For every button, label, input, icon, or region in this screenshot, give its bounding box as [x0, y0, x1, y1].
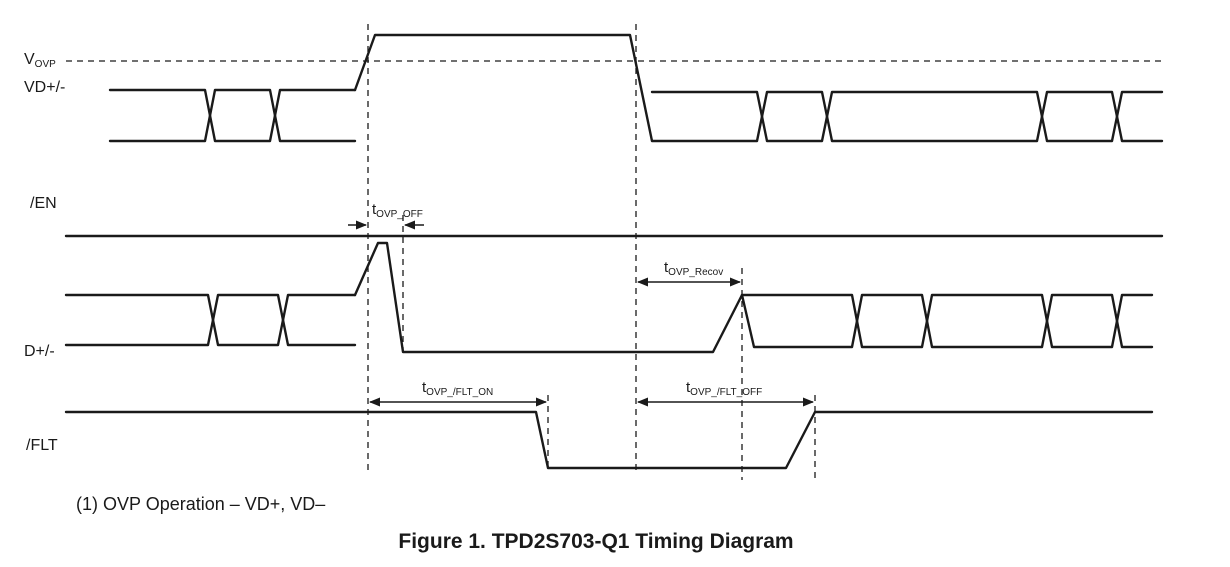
svg-text:tOVP_Recov: tOVP_Recov [664, 259, 723, 278]
footnote: (1) OVP Operation – VD+, VD– [76, 494, 325, 514]
svg-text:tOVP_/FLT_ON: tOVP_/FLT_ON [422, 379, 493, 398]
d-label: D+/- [24, 343, 55, 360]
svg-text:tOVP_OFF: tOVP_OFF [372, 201, 423, 220]
ovp-recov-timing: tOVP_Recov [636, 259, 742, 287]
svg-text:tOVP_/FLT_OFF: tOVP_/FLT_OFF [686, 379, 762, 398]
vovp-label: VOVP [24, 51, 56, 70]
ovp-off-timing: tOVP_OFF [348, 201, 424, 230]
flt-off-timing: tOVP_/FLT_OFF [636, 379, 815, 407]
figure-caption: Figure 1. TPD2S703-Q1 Timing Diagram [398, 530, 793, 553]
en-label: /EN [30, 195, 57, 212]
flt-waveform [64, 410, 1154, 470]
flt-label: /FLT [26, 437, 58, 454]
flt-on-timing: tOVP_/FLT_ON [368, 379, 548, 407]
vd-waveform [108, 33, 1164, 143]
vd-label: VD+/- [24, 79, 65, 96]
d-waveform [64, 241, 1154, 354]
